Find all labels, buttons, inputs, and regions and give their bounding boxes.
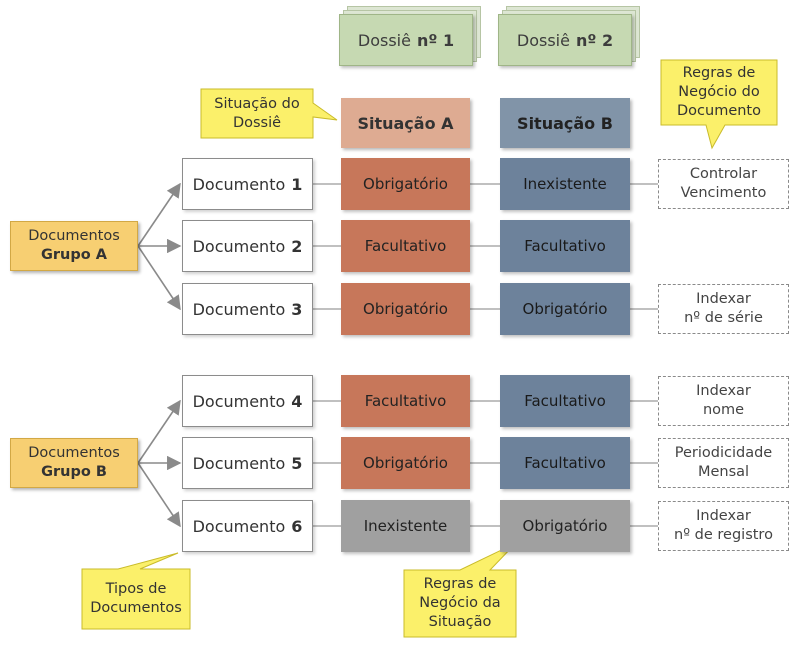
rule-line: Mensal <box>697 464 750 480</box>
document-label: Documento <box>192 174 286 194</box>
callout-line: Documento <box>677 103 761 119</box>
callout-situacao-dossie: Situação do Dossiê <box>201 89 313 138</box>
dossie-2-number: nº 2 <box>575 30 614 50</box>
document-number: 6 <box>291 516 303 536</box>
doc-5-situacao-b: Facultativo <box>500 437 630 489</box>
document-number: 1 <box>291 174 303 194</box>
callout-regras-documento: Regras de Negócio do Documento <box>661 60 777 125</box>
callout-line: Regras de <box>423 576 497 592</box>
document-label: Documento <box>192 236 286 256</box>
rule-line: Controlar <box>689 166 758 182</box>
callout-line: Documentos <box>90 600 182 616</box>
group-a-arrows <box>137 182 182 311</box>
callout-line: Situação do <box>214 95 300 112</box>
group-b: Documentos Grupo B <box>10 438 138 488</box>
callout-line: Regras de <box>682 65 756 81</box>
doc-1-situacao-b: Inexistente <box>500 158 630 210</box>
rule-line: Indexar <box>696 508 751 524</box>
rule-line: Indexar <box>696 291 751 307</box>
callout-tipos-documentos: Tipos de Documentos <box>82 569 190 629</box>
row-connectors <box>313 183 658 527</box>
doc-5-situacao-a: Obrigatório <box>341 437 470 489</box>
document-label: Documento <box>192 453 286 473</box>
document-label: Documento <box>192 299 286 319</box>
dossie-1-number: nº 1 <box>416 30 455 50</box>
callout-situacao-dossie-shape <box>200 88 338 139</box>
rule-line: Periodicidade <box>674 445 773 461</box>
doc-2-situacao-a: Facultativo <box>341 220 470 272</box>
group-a-line1: Documentos <box>28 228 120 244</box>
group-b-line1: Documentos <box>28 445 120 461</box>
callout-regras-situacao-shape <box>403 542 517 638</box>
callout-regras-documento-shape <box>660 59 778 150</box>
doc-6-situacao-b: Obrigatório <box>500 500 630 552</box>
doc-4-situacao-b: Facultativo <box>500 375 630 427</box>
callout-line: Dossiê <box>232 114 282 131</box>
dossie-1-label: Dossiê <box>357 30 411 50</box>
doc-4-rule: Indexar nome <box>658 376 789 426</box>
doc-1-rule: Controlar Vencimento <box>658 159 789 209</box>
rule-line: nº de registro <box>674 527 773 543</box>
doc-5-rule: Periodicidade Mensal <box>658 438 789 488</box>
document-label: Documento <box>192 516 286 536</box>
doc-3-situacao-a: Obrigatório <box>341 283 470 335</box>
doc-3-situacao-b: Obrigatório <box>500 283 630 335</box>
callout-tipos-documentos-shape <box>81 552 191 630</box>
doc-3-rule: Indexar nº de série <box>658 284 789 334</box>
rule-line: Vencimento <box>680 185 767 201</box>
group-b-arrows <box>137 399 182 528</box>
group-a-line2: Grupo A <box>41 247 107 263</box>
group-b-line2: Grupo B <box>41 464 107 480</box>
doc-2-situacao-b: Facultativo <box>500 220 630 272</box>
callout-line: Negócio do <box>678 84 760 100</box>
situacao-b-header: Situação B <box>500 98 630 148</box>
callout-line: Negócio da <box>419 595 501 611</box>
callout-line: Tipos de <box>105 581 167 597</box>
situacao-a-header: Situação A <box>341 98 470 148</box>
callout-regras-situacao: Regras de Negócio da Situação <box>404 570 516 637</box>
document-label: Documento <box>192 391 286 411</box>
document-number: 5 <box>291 453 303 473</box>
document-number: 3 <box>291 299 303 319</box>
doc-6-situacao-a: Inexistente <box>341 500 470 552</box>
document-number: 2 <box>291 236 303 256</box>
document-number: 4 <box>291 391 303 411</box>
group-a: Documentos Grupo A <box>10 221 138 271</box>
callout-line: Situação <box>428 614 492 630</box>
doc-1-situacao-a: Obrigatório <box>341 158 470 210</box>
rule-line: nº de série <box>684 310 763 326</box>
rule-line: Indexar <box>696 383 751 399</box>
doc-6-rule: Indexar nº de registro <box>658 501 789 551</box>
dossie-2-label: Dossiê <box>516 30 570 50</box>
doc-4-situacao-a: Facultativo <box>341 375 470 427</box>
rule-line: nome <box>702 402 745 418</box>
